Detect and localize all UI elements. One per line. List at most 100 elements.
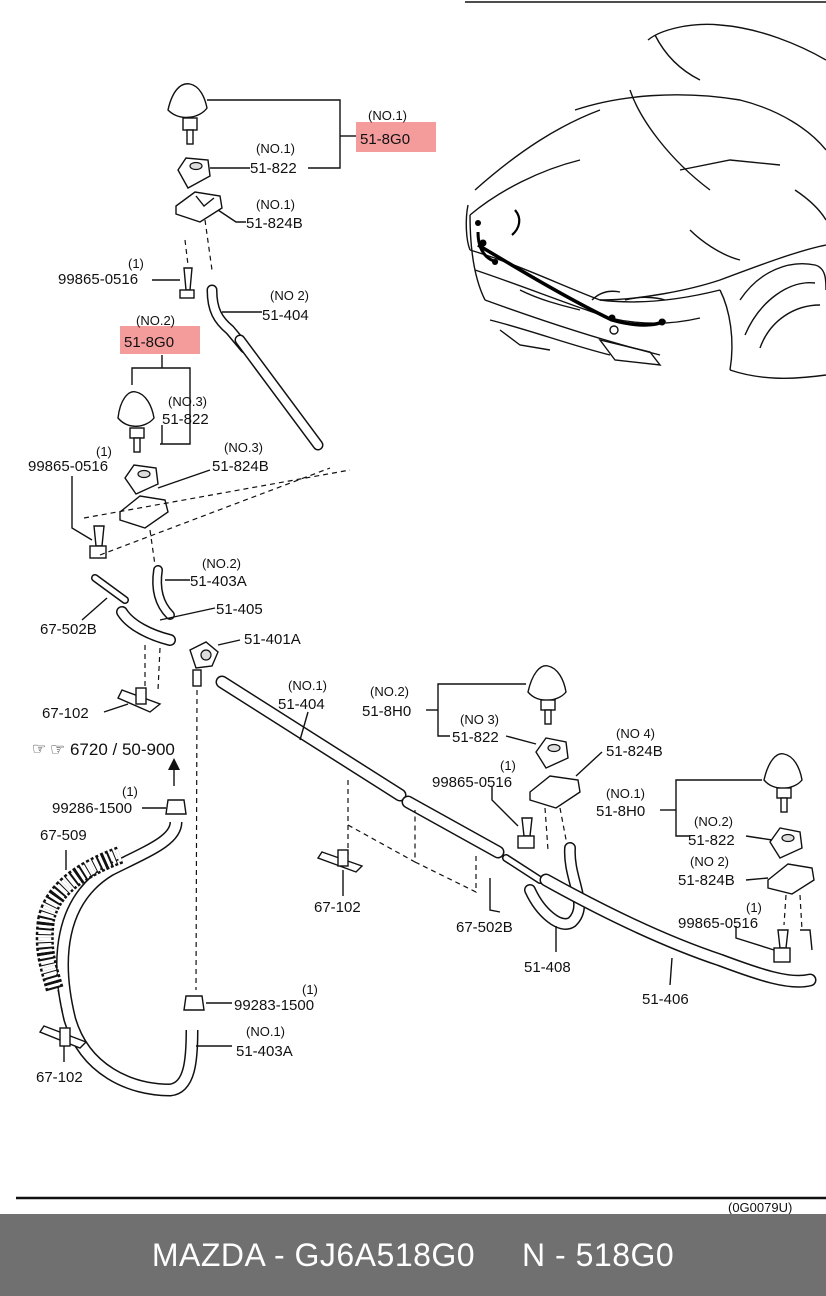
leader-822-c (505, 735, 537, 745)
leader-8h0-b (675, 779, 762, 837)
label-qty: (1) (302, 982, 318, 997)
label-part-67-502b[interactable]: 67-502B (40, 621, 97, 638)
label-part-51-404[interactable]: 51-404 (278, 696, 325, 713)
pointing-hand-icon: ☞ (32, 741, 46, 758)
label-part-51-405[interactable]: 51-405 (216, 601, 263, 618)
label-no3: (NO 3) (460, 712, 499, 727)
label-part-51-824b[interactable]: 51-824B (606, 743, 663, 760)
leader-bolt-b (71, 476, 93, 541)
screw-icon (777, 929, 789, 949)
nozzle-icon (763, 753, 803, 789)
nozzle-no1-group (167, 83, 324, 451)
bracket-icon (119, 495, 169, 529)
label-part-99865-0516[interactable]: 99865-0516 (58, 271, 138, 288)
leader-406 (669, 957, 673, 986)
label-part-67-502b[interactable]: 67-502B (456, 919, 513, 936)
car-washer-hose-branch (476, 231, 499, 264)
label-no1: (NO.1) (256, 141, 295, 156)
label-part-51-824b[interactable]: 51-824B (678, 872, 735, 889)
label-part-51-822[interactable]: 51-822 (250, 160, 297, 177)
screw-icon (521, 817, 533, 837)
car-nozzle-pipe (511, 209, 521, 236)
label-no1: (NO.1) (288, 678, 327, 693)
leader-822-d (745, 835, 773, 841)
label-part-51-824b[interactable]: 51-824B (246, 215, 303, 232)
label-part-51-406[interactable]: 51-406 (642, 991, 689, 1008)
label-qty: (1) (122, 784, 138, 799)
label-part-67-102[interactable]: 67-102 (42, 705, 89, 722)
label-no1: (NO.1) (256, 197, 295, 212)
nozzle-right-a (517, 665, 581, 849)
label-part-99865-0516[interactable]: 99865-0516 (28, 458, 108, 475)
nozzle-tip (186, 129, 194, 145)
label-no3: (NO.3) (224, 440, 263, 455)
highlight-box-8g0-a (356, 122, 436, 152)
label-part-51-8h0[interactable]: 51-8H0 (362, 703, 411, 720)
label-part-51-403a[interactable]: 51-403A (190, 573, 247, 590)
label-no2: (NO.2) (202, 556, 241, 571)
label-qty: (1) (96, 444, 112, 459)
leader-824b-b (157, 469, 211, 489)
leader-502b-b (489, 878, 501, 913)
label-no1: (NO.1) (246, 1024, 285, 1039)
label-no3: (NO.3) (168, 394, 207, 409)
label-part-51-401a[interactable]: 51-401A (244, 631, 301, 648)
leader-824b-d (745, 877, 769, 881)
footer-bar: MAZDA - GJ6A518G0 N - 518G0 (0, 1214, 826, 1296)
label-no1: (NO.1) (368, 108, 407, 123)
nozzle-icon (527, 665, 567, 701)
label-part-51-8g0[interactable]: 51-8G0 (124, 334, 174, 351)
leader-404-b (299, 711, 309, 741)
label-qty: (1) (500, 758, 516, 773)
leader-502b-a (81, 597, 108, 621)
bracket-icon (529, 775, 581, 809)
car-illustration (465, 23, 826, 379)
car-fitting (609, 325, 619, 335)
label-diagram-code: (0G0079U) (728, 1200, 792, 1214)
label-part-99865-0516[interactable]: 99865-0516 (432, 774, 512, 791)
diagram-canvas: ☞ (16, 1, 826, 1214)
label-reference[interactable]: ☞ 6720 / 50-900 (50, 740, 175, 759)
car-nozzle-dot-4 (658, 318, 666, 326)
joint-group (91, 565, 219, 713)
leader-401a (217, 639, 241, 646)
parts-diagram: ☞ (16, 1, 826, 1214)
label-no2: (NO 2) (690, 854, 729, 869)
label-part-51-404[interactable]: 51-404 (262, 307, 309, 324)
label-part-99286-1500[interactable]: 99286-1500 (52, 800, 132, 817)
label-part-51-824b[interactable]: 51-824B (212, 458, 269, 475)
label-part-51-822[interactable]: 51-822 (452, 729, 499, 746)
label-part-51-8h0[interactable]: 51-8H0 (596, 803, 645, 820)
label-no2: (NO.2) (694, 814, 733, 829)
clamp-icon (183, 995, 205, 1011)
label-part-99283-1500[interactable]: 99283-1500 (234, 997, 314, 1014)
label-no2: (NO 2) (270, 288, 309, 303)
leader-bolt-d (735, 926, 775, 951)
label-part-51-8g0[interactable]: 51-8G0 (360, 131, 410, 148)
label-part-99865-0516[interactable]: 99865-0516 (678, 915, 758, 932)
label-qty: (1) (746, 900, 762, 915)
label-part-67-102[interactable]: 67-102 (36, 1069, 83, 1086)
screw-icon (93, 525, 105, 547)
label-part-51-822[interactable]: 51-822 (688, 832, 735, 849)
bracket-icon (767, 863, 815, 895)
footer-part-number: MAZDA - GJ6A518G0 (151, 1236, 476, 1273)
label-part-51-403a[interactable]: 51-403A (236, 1043, 293, 1060)
nozzle-no2-group (89, 391, 169, 559)
label-part-67-509[interactable]: 67-509 (40, 827, 87, 844)
label-part-51-822[interactable]: 51-822 (162, 411, 209, 428)
label-part-67-102[interactable]: 67-102 (314, 899, 361, 916)
bracket-icon (175, 191, 223, 223)
car-nozzle-dot-1 (479, 239, 487, 247)
label-no4: (NO 4) (616, 726, 655, 741)
leader-bolt-c (491, 786, 519, 827)
label-no1: (NO.1) (606, 786, 645, 801)
label-part-51-408[interactable]: 51-408 (524, 959, 571, 976)
leader-824b-a (217, 209, 246, 223)
nozzle-right-b (763, 753, 815, 963)
packing-icon (124, 464, 159, 495)
label-qty: (1) (128, 256, 144, 271)
clamp-icon (165, 799, 187, 815)
leader-8g0-a (207, 99, 341, 169)
car-nozzle-dot-3 (608, 314, 616, 322)
